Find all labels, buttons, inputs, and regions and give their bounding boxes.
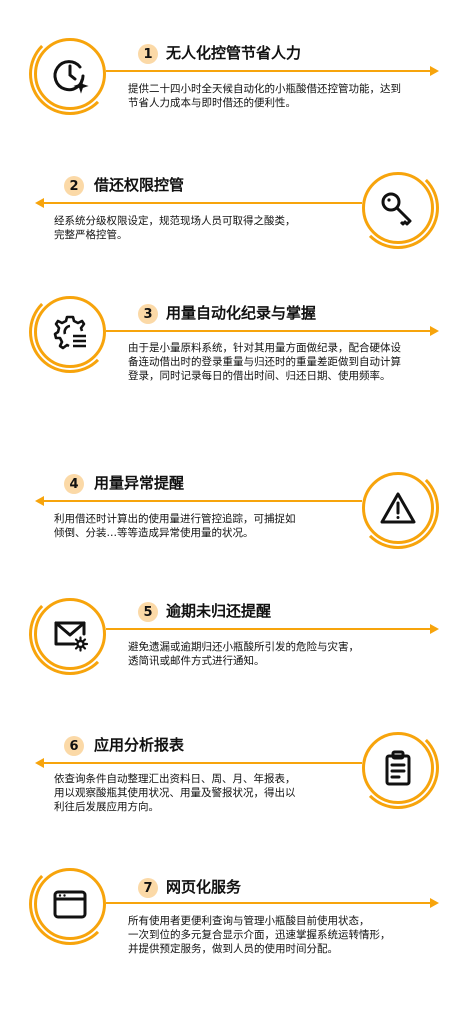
feature-7-icon-circle bbox=[29, 863, 111, 945]
feature-4-icon-circle bbox=[357, 467, 439, 549]
feature-4-number: 4 bbox=[64, 474, 84, 494]
feature-5-number: 5 bbox=[138, 602, 158, 622]
feature-2-icon-circle bbox=[357, 167, 439, 249]
feature-5-description: 避免遗漏或逾期归还小瓶酸所引发的危险与灾害， 透简讯或邮件方式进行通知。 bbox=[128, 641, 359, 667]
feature-3-title: 用量自动化纪录与掌握 bbox=[166, 304, 317, 322]
feature-3-number: 3 bbox=[138, 304, 158, 324]
feature-2-arrow bbox=[35, 198, 362, 208]
feature-7-number: 7 bbox=[138, 878, 158, 898]
feature-2-title: 借还权限控管 bbox=[94, 176, 185, 194]
feature-1-icon-circle bbox=[29, 33, 111, 115]
feature-5-title: 逾期未归还提醒 bbox=[166, 602, 272, 620]
feature-4-title: 用量异常提醒 bbox=[94, 474, 185, 492]
feature-6-description: 依查询条件自动整理汇出资料日、周、月、年报表， 用以观察酸瓶其使用状况、用量及警… bbox=[54, 773, 296, 813]
feature-2-number: 2 bbox=[64, 176, 84, 196]
feature-7-description: 所有使用者更便利查询与管理小瓶酸目前使用状态， 一次到位的多元复合显示介面，迅速… bbox=[128, 915, 391, 955]
feature-2-description: 经系统分级权限设定，规范现场人员可取得之酸类， 完整严格控管。 bbox=[54, 215, 296, 241]
feature-5-arrow bbox=[106, 624, 439, 634]
feature-6-number: 6 bbox=[64, 736, 84, 756]
feature-1-number: 1 bbox=[138, 44, 158, 64]
feature-6-arrow bbox=[35, 758, 362, 768]
feature-3-icon-circle bbox=[29, 291, 111, 373]
feature-5-icon-circle bbox=[29, 593, 111, 675]
feature-6-title: 应用分析报表 bbox=[94, 736, 185, 754]
feature-7-title: 网页化服务 bbox=[166, 878, 242, 896]
feature-4-description: 利用借还时计算出的使用量进行管控追踪，可捕捉如 倾倒、分装…等等造成异常使用量的… bbox=[54, 513, 296, 539]
feature-3-arrow bbox=[106, 326, 439, 336]
feature-1-title: 无人化控管节省人力 bbox=[166, 44, 302, 62]
feature-7-arrow bbox=[106, 898, 439, 908]
feature-3-description: 由于是小量原料系统，针对其用量方面做纪录，配合硬体设 备连动借出时的登录重量与归… bbox=[128, 342, 401, 382]
feature-1-arrow bbox=[106, 66, 439, 76]
feature-1-description: 提供二十四小时全天候自动化的小瓶酸借还控管功能，达到 节省人力成本与即时借还的便… bbox=[128, 83, 401, 109]
feature-6-icon-circle bbox=[357, 727, 439, 809]
feature-4-arrow bbox=[35, 496, 362, 506]
